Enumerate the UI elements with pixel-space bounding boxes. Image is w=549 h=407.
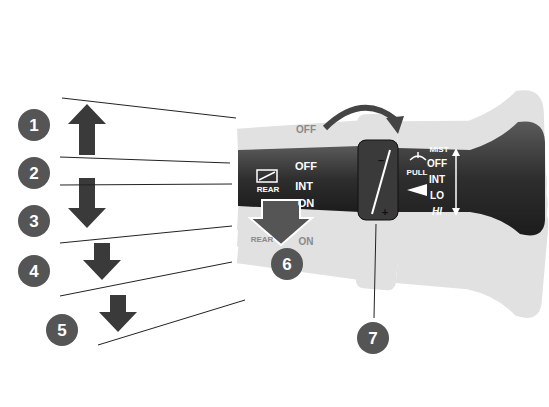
callout-number: 1: [29, 117, 38, 134]
switch-label: REAR: [257, 186, 280, 194]
ring-symbol: –: [378, 155, 384, 166]
ghost-position: ON: [299, 237, 314, 247]
callout-circles: [18, 109, 389, 354]
callout-number: 2: [29, 165, 38, 182]
leader-lines: [60, 98, 376, 345]
switch-position: OFF: [295, 161, 317, 172]
switch-position: ON: [298, 198, 315, 209]
switch-label: PULL: [407, 169, 428, 177]
switch-position: HI: [432, 207, 442, 217]
callout-number: 6: [282, 256, 291, 273]
callout-number: 7: [368, 330, 377, 347]
callout-number: 4: [29, 263, 38, 280]
callout-number: 5: [57, 322, 66, 339]
switch-position: OFF: [427, 159, 447, 169]
ghost-position: OFF: [296, 125, 316, 135]
ring-symbol: +: [382, 207, 388, 218]
switch-position: MIST: [429, 146, 448, 154]
switch-position: INT: [429, 175, 445, 185]
ghost-lever: [234, 89, 549, 319]
ghost-label: REAR: [251, 236, 274, 244]
movement-arrows: [68, 104, 137, 332]
switch-position: LO: [430, 191, 444, 201]
switch-position: INT: [295, 181, 313, 192]
callout-number: 3: [29, 213, 38, 230]
